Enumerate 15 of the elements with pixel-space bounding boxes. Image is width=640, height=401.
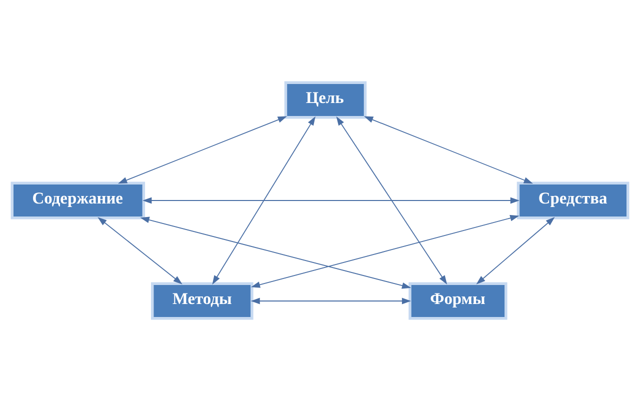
arrow: [336, 116, 448, 285]
arrow: [476, 217, 555, 284]
node-box: Цель: [284, 81, 367, 119]
arrow: [364, 116, 533, 184]
node-box: Содержание: [10, 182, 146, 220]
node-box: Формы: [408, 282, 508, 320]
node-box: Методы: [151, 282, 254, 320]
node-box: Средства: [516, 182, 630, 220]
arrow: [250, 298, 412, 304]
arrow: [140, 216, 412, 289]
arrow: [98, 217, 182, 284]
arrow: [250, 214, 520, 288]
arrow: [118, 116, 287, 184]
arrow: [142, 197, 520, 204]
arrow: [212, 116, 316, 285]
